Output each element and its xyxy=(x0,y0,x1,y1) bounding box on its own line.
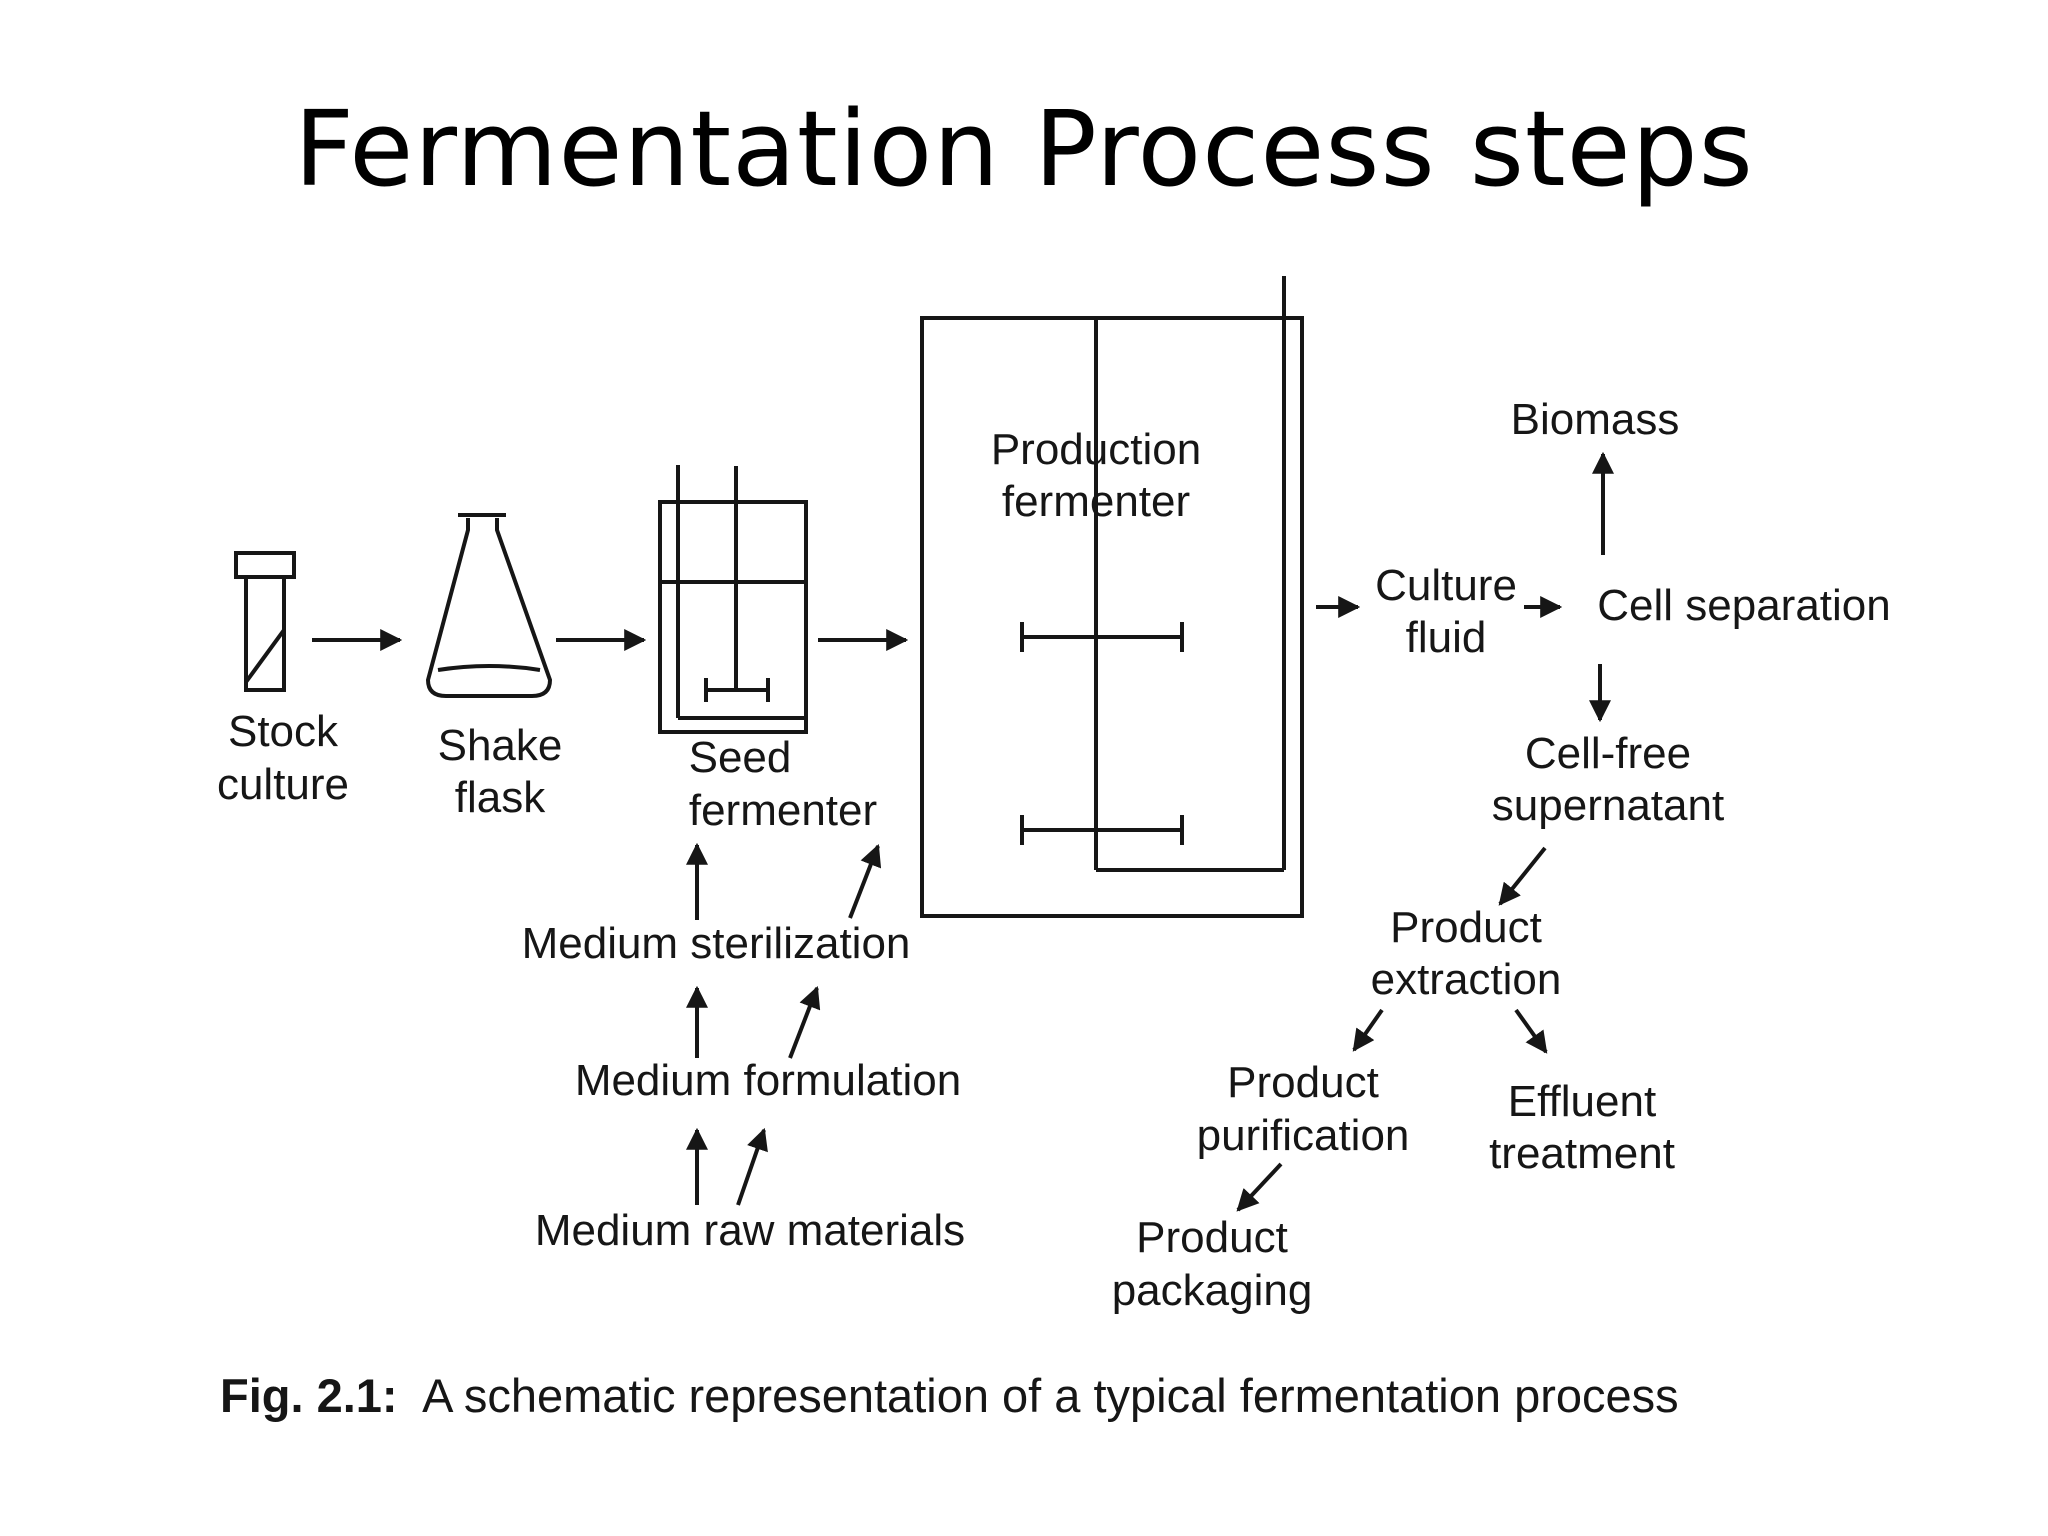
seed-fermenter-label-line-2: fermenter xyxy=(689,786,877,835)
medium-formulation-label: Medium formulation xyxy=(575,1056,961,1105)
figure-caption-label: Fig. 2.1: xyxy=(220,1369,398,1422)
slide-title: Fermentation Process steps xyxy=(294,88,1754,210)
arrow-extraction-to-purification xyxy=(1352,1008,1384,1052)
medium-raw-materials-label: Medium raw materials xyxy=(535,1206,965,1255)
stock-culture-label-line-2: culture xyxy=(217,760,349,809)
biomass-label: Biomass xyxy=(1511,395,1680,444)
product-purification-label-line-2: purification xyxy=(1197,1111,1410,1160)
shake-flask-label-line-2: flask xyxy=(455,773,546,822)
production-fermenter-label-line-1: Production xyxy=(991,425,1201,474)
product-packaging-label-line-1: Product xyxy=(1136,1213,1288,1262)
arrow-formulation-to-sterilization-right xyxy=(788,985,821,1059)
cell-free-supernatant-label-line-1: Cell-free xyxy=(1525,729,1691,778)
product-packaging-label-line-2: packaging xyxy=(1112,1266,1313,1315)
product-extraction-label-line-2: extraction xyxy=(1371,955,1562,1004)
culture-fluid-label-line-2: fluid xyxy=(1406,613,1487,662)
stock-culture-tube-icon xyxy=(234,551,296,692)
arrow-supernatant-to-extraction xyxy=(1498,846,1547,906)
production-fermenter-icon xyxy=(920,276,1304,918)
effluent-treatment-label-line-2: treatment xyxy=(1489,1129,1675,1178)
culture-fluid-label-line-1: Culture xyxy=(1375,561,1517,610)
medium-sterilization-label: Medium sterilization xyxy=(522,919,911,968)
shake-flask-label-line-1: Shake xyxy=(438,721,563,770)
figure-caption: Fig. 2.1: A schematic representation of … xyxy=(220,1369,1679,1422)
effluent-treatment-label-line-1: Effluent xyxy=(1508,1077,1656,1126)
cell-free-supernatant-label-line-2: supernatant xyxy=(1492,781,1724,830)
product-purification-label-line-1: Product xyxy=(1227,1058,1379,1107)
arrow-raw-to-formulation-right xyxy=(736,1127,768,1206)
flow-arrows xyxy=(312,451,1614,1212)
seed-fermenter-icon xyxy=(658,465,808,734)
production-fermenter-label-line-2: fermenter xyxy=(1002,477,1190,526)
seed-fermenter-label-line-1: Seed xyxy=(689,733,792,782)
arrow-sterilization-to-seed-right xyxy=(848,843,882,919)
cell-separation-label: Cell separation xyxy=(1597,581,1891,630)
arrow-extraction-to-effluent xyxy=(1514,1008,1548,1054)
product-extraction-label-line-1: Product xyxy=(1390,903,1542,952)
arrow-purification-to-packaging xyxy=(1236,1162,1283,1212)
shake-flask-icon xyxy=(425,513,553,698)
stock-culture-label-line-1: Stock xyxy=(228,707,339,756)
figure-caption-text: A schematic representation of a typical … xyxy=(422,1369,1679,1422)
